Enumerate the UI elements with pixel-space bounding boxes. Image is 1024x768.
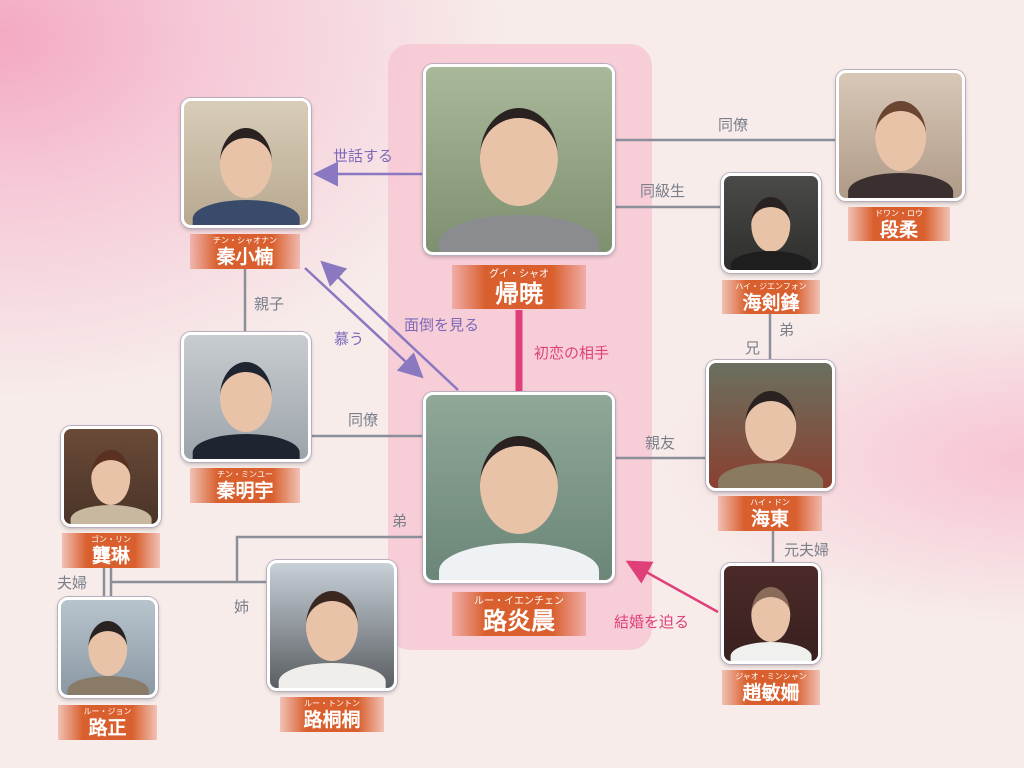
photo-qin-mingyu[interactable] — [181, 332, 311, 462]
relation-adores: 慕う — [334, 330, 365, 348]
photo-lu-yanchen[interactable] — [423, 392, 615, 583]
relation-colleague-top: 同僚 — [718, 116, 749, 134]
name-label-lu-tongtong: ルー・トントン路桐桐 — [280, 697, 384, 732]
name-label-zhao-minshan: ジャオ・ミンシャン趙敏姍 — [722, 670, 820, 705]
relation-older-sister: 姉 — [234, 598, 250, 616]
relation-married: 夫婦 — [57, 574, 88, 592]
relation-older-brother-hai: 兄 — [745, 339, 761, 357]
photo-lu-zheng[interactable] — [58, 597, 158, 698]
relation-first-love: 初恋の相手 — [534, 344, 610, 362]
arrow-looks-after — [320, 260, 459, 391]
relation-presses-marriage: 結婚を迫る — [614, 613, 690, 631]
name-label-gong-lin: ゴン・リン龔琳 — [62, 533, 160, 568]
photo-hai-jianfeng[interactable] — [721, 173, 821, 273]
name-label-hai-dong: ハイ・ドン海東 — [718, 496, 822, 531]
relation-younger-brother-hai: 弟 — [779, 321, 795, 339]
photo-qin-xiaonan[interactable] — [181, 98, 311, 228]
line-younger-brother — [235, 535, 423, 582]
photo-zhao-minshan[interactable] — [721, 563, 821, 664]
name-label-qin-xiaonan: チン・シャオナン秦小楠 — [190, 234, 300, 269]
photo-duan-rou[interactable] — [836, 70, 965, 201]
relation-looks-after: 面倒を見る — [404, 316, 480, 334]
name-label-duan-rou: ドワン・ロウ段柔 — [848, 207, 950, 241]
relation-ex-spouses: 元夫婦 — [784, 541, 830, 559]
relation-parent-child: 親子 — [254, 295, 285, 313]
arrow-adores — [304, 267, 424, 379]
name-label-lu-yanchen: ルー・イエンチェン路炎晨 — [452, 592, 586, 636]
relation-takes-care: 世話する — [333, 147, 394, 165]
arrow-presses-marriage — [625, 560, 719, 614]
relation-colleague-mid: 同僚 — [348, 411, 379, 429]
relation-younger-brother-lu: 弟 — [392, 512, 408, 530]
photo-lu-tongtong[interactable] — [267, 560, 397, 691]
name-label-gui-xiao: グイ・シャオ帰暁 — [452, 265, 586, 309]
name-label-lu-zheng: ルー・ジョン路正 — [58, 705, 157, 740]
name-label-hai-jianfeng: ハイ・ジエンフォン海剣鋒 — [722, 280, 820, 314]
relation-classmate: 同級生 — [640, 182, 686, 200]
photo-gui-xiao[interactable] — [423, 64, 615, 255]
photo-hai-dong[interactable] — [706, 360, 835, 491]
name-label-qin-mingyu: チン・ミンユー秦明宇 — [190, 468, 300, 503]
relation-best-friend: 親友 — [645, 434, 676, 452]
photo-gong-lin[interactable] — [61, 426, 161, 527]
